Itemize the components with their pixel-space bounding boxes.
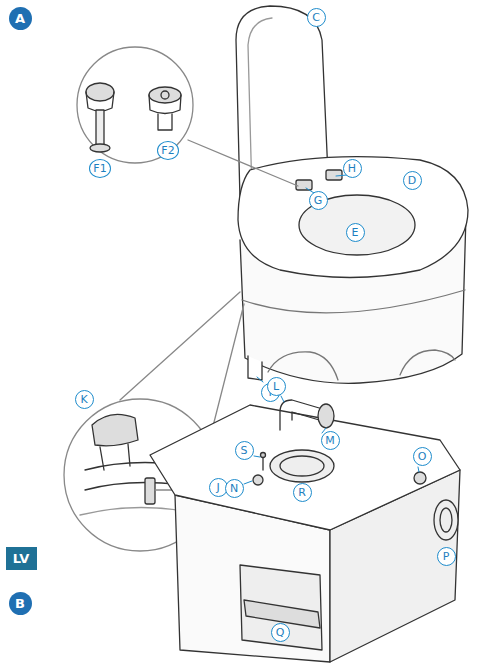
leader-lines — [244, 175, 419, 484]
callout-text: P — [443, 551, 450, 562]
callout-letter: H — [343, 159, 362, 178]
callout-letter: O — [413, 447, 432, 466]
callout-letter: D — [403, 171, 422, 190]
callout-text: B — [15, 597, 25, 610]
callout-text: M — [325, 435, 335, 446]
zoom-detail-f — [77, 47, 298, 186]
callout-text: J — [216, 482, 219, 493]
callout-letter: E — [346, 223, 365, 242]
callout-text: G — [314, 195, 323, 206]
section-badge: B — [9, 592, 32, 615]
callout-letter: M — [321, 431, 340, 450]
callout-letter: R — [293, 483, 312, 502]
callout-letter: C — [307, 8, 326, 27]
section-badge: A — [9, 7, 32, 30]
callout-text: F1 — [93, 163, 106, 174]
callout-letter: F2 — [157, 141, 179, 160]
callout-letter: P — [437, 547, 456, 566]
callout-text: L — [273, 381, 279, 392]
callout-text: R — [298, 487, 306, 498]
callout-text: F2 — [161, 145, 174, 156]
callout-text: H — [348, 163, 356, 174]
language-tab: LV — [6, 547, 37, 570]
callout-text: O — [418, 451, 427, 462]
toilet-lower-tank — [150, 400, 460, 662]
callout-text: E — [352, 227, 359, 238]
toilet-upper — [236, 6, 468, 383]
callout-text: S — [241, 445, 248, 456]
callout-text: N — [230, 483, 238, 494]
callout-letter: G — [309, 191, 328, 210]
callout-text: C — [312, 12, 320, 23]
callout-letter: L — [267, 377, 286, 396]
callout-letter: Q — [271, 623, 290, 642]
callout-text: Q — [276, 627, 285, 638]
callout-letter: F1 — [89, 159, 111, 178]
callout-text: LV — [13, 552, 30, 565]
callout-text: K — [80, 394, 87, 405]
callout-letter: K — [75, 390, 94, 409]
callout-letter: N — [225, 479, 244, 498]
callout-letter: S — [235, 441, 254, 460]
callout-text: A — [15, 12, 25, 25]
callout-text: D — [408, 175, 416, 186]
